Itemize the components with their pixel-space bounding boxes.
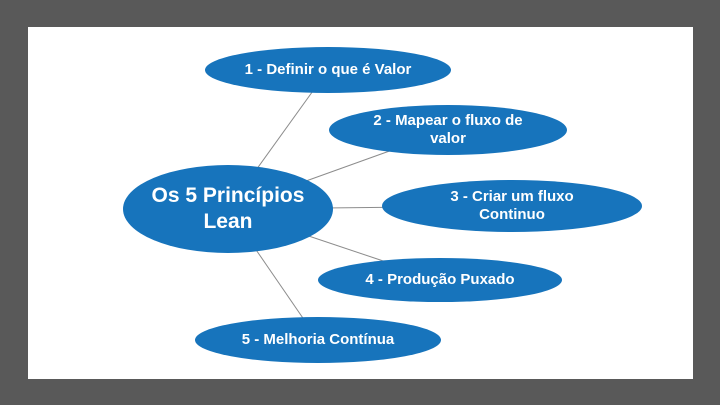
node-5-label: 5 - Melhoria Contínua [241,330,395,348]
node-2-label: 2 - Mapear o fluxo de valor [373,111,523,147]
node-3-label: 3 - Criar um fluxo Continuo [450,187,574,223]
node-4-producao-puxado: 4 - Produção Puxado [318,258,562,302]
center-node-label: Os 5 Princípios Lean [151,184,305,233]
node-3-criar-fluxo: 3 - Criar um fluxo Continuo [382,180,642,232]
node-4-label: 4 - Produção Puxado [365,270,515,288]
center-node: Os 5 Princípios Lean [123,165,333,253]
node-1-definir-valor: 1 - Definir o que é Valor [205,47,451,93]
slide-canvas: Os 5 Princípios Lean 1 - Definir o que é… [28,27,693,379]
node-1-label: 1 - Definir o que é Valor [244,60,412,78]
node-2-mapear-fluxo: 2 - Mapear o fluxo de valor [329,105,567,155]
node-5-melhoria-continua: 5 - Melhoria Contínua [195,317,441,363]
